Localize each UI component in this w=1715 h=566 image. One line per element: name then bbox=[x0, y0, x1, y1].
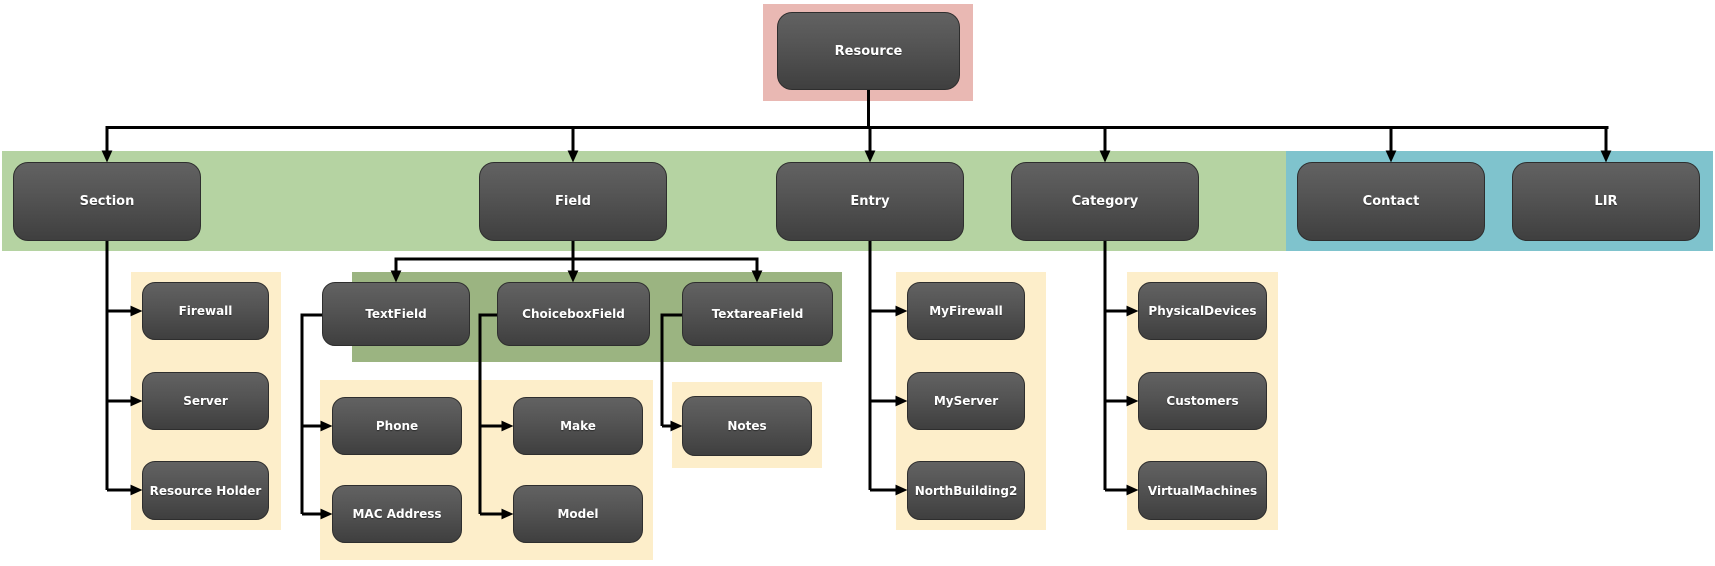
node-choiceboxfield: ChoiceboxField bbox=[497, 282, 650, 346]
node-firewall: Firewall bbox=[142, 282, 269, 340]
node-mac-address: MAC Address bbox=[332, 485, 462, 543]
node-notes: Notes bbox=[682, 396, 812, 456]
node-northbuilding2: NorthBuilding2 bbox=[907, 461, 1025, 520]
node-phone: Phone bbox=[332, 397, 462, 455]
node-resource: Resource bbox=[777, 12, 960, 90]
node-virtualmachines: VirtualMachines bbox=[1138, 461, 1267, 520]
node-model: Model bbox=[513, 485, 643, 543]
node-resource-holder: Resource Holder bbox=[142, 461, 269, 520]
node-myfirewall: MyFirewall bbox=[907, 282, 1025, 340]
node-section: Section bbox=[13, 162, 201, 241]
node-lir: LIR bbox=[1512, 162, 1700, 241]
node-contact: Contact bbox=[1297, 162, 1485, 241]
node-entry: Entry bbox=[776, 162, 964, 241]
node-server: Server bbox=[142, 372, 269, 430]
node-myserver: MyServer bbox=[907, 372, 1025, 430]
node-textareafield: TextareaField bbox=[682, 282, 833, 346]
node-physicaldevices: PhysicalDevices bbox=[1138, 282, 1267, 340]
node-category: Category bbox=[1011, 162, 1199, 241]
node-textfield: TextField bbox=[322, 282, 470, 346]
node-field: Field bbox=[479, 162, 667, 241]
node-customers: Customers bbox=[1138, 372, 1267, 430]
node-make: Make bbox=[513, 397, 643, 455]
